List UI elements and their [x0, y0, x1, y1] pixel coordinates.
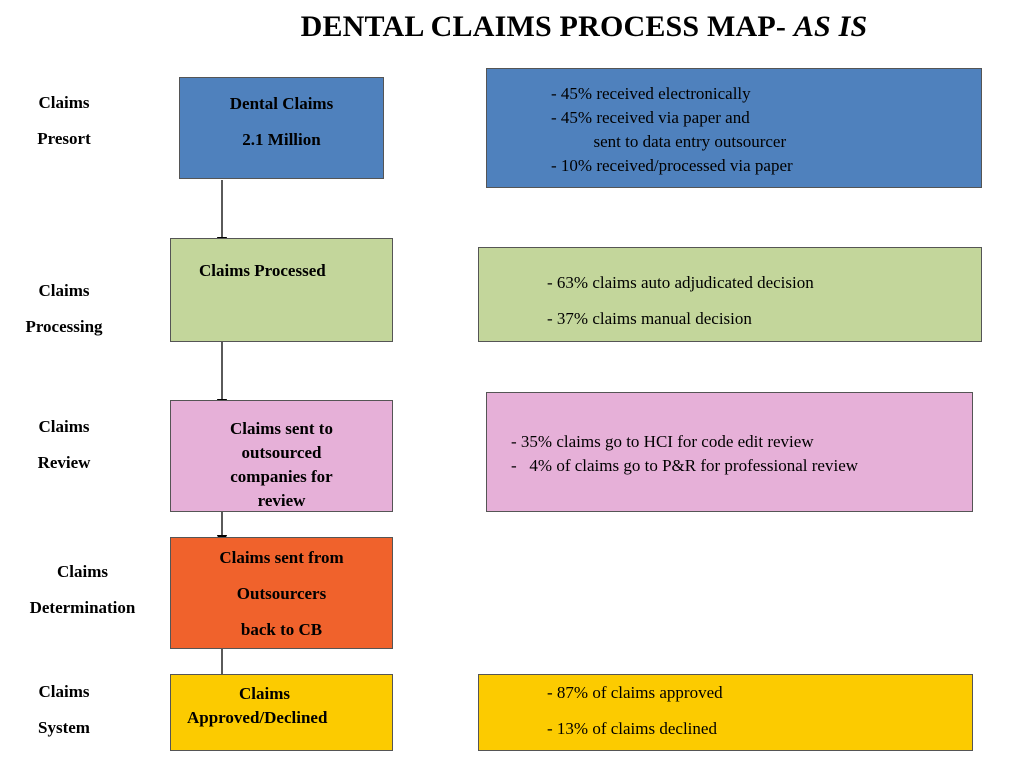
title-main: DENTAL CLAIMS PROCESS MAP-	[300, 10, 794, 43]
processing-notes: - 63% claims auto adjudicated decision- …	[478, 247, 982, 342]
system-notes: - 87% of claims approved- 13% of claims …	[478, 674, 973, 751]
claims-processed-box: Claims Processed	[170, 238, 393, 342]
title-emphasis: AS IS	[793, 10, 868, 43]
presort-notes: - 45% received electronically- 45% recei…	[486, 68, 982, 188]
review-notes: - 35% claims go to HCI for code edit rev…	[486, 392, 973, 512]
page-title: DENTAL CLAIMS PROCESS MAP- AS IS	[0, 10, 1024, 44]
